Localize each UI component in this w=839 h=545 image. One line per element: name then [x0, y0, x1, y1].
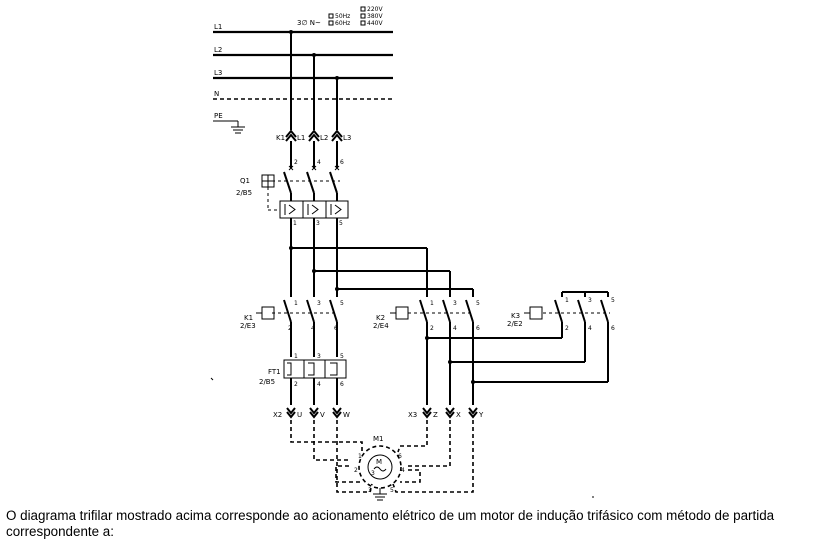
motor-m1: [358, 445, 402, 501]
phase-label-l2: L2: [214, 46, 222, 54]
k2-tag: K2: [376, 314, 385, 322]
fuse-label-l3: L3: [343, 134, 351, 142]
k1-term-2: 2: [288, 325, 292, 332]
freq-50-checkbox: [328, 13, 334, 19]
volt-380-label: 380V: [367, 13, 383, 20]
output-label-w: W: [343, 411, 350, 419]
supply-busbars: [213, 30, 393, 134]
ft1-term-6: 6: [340, 381, 344, 388]
k2-term-3: 3: [453, 300, 457, 307]
phase-label-pe: PE: [214, 112, 223, 120]
motor-term-2: 2: [354, 467, 358, 474]
output-label-x3: X3: [408, 411, 417, 419]
volt-380-checkbox: [360, 13, 366, 19]
supply-system-label: 3∅ N~: [297, 19, 321, 27]
k3-term-2: 2: [565, 325, 569, 332]
volt-220-label: 220V: [367, 6, 383, 13]
volt-220-checkbox: [360, 6, 366, 12]
phase-label-n: N: [214, 90, 219, 98]
motor-symbol: M: [376, 458, 382, 466]
breaker-term-3: 3: [316, 220, 320, 227]
k2-term-6: 6: [476, 325, 480, 332]
motor-leads: [290, 420, 474, 493]
overload-ft1: [283, 359, 347, 405]
breaker-q1: [261, 141, 349, 219]
contactor-k1: [256, 299, 338, 357]
k1-term-6: 6: [334, 325, 338, 332]
output-label-v: V: [320, 411, 325, 419]
freq-60-label: 60Hz: [335, 20, 350, 27]
k3-ref: 2/E2: [507, 320, 523, 328]
volt-440-checkbox: [360, 20, 366, 26]
contactor-k3: [425, 291, 610, 384]
k1-tag: K1: [244, 314, 253, 322]
output-label-x2: X2: [273, 411, 282, 419]
breaker-term-4: 4: [317, 159, 321, 166]
contactor-k2: [390, 299, 474, 405]
k2-term-5: 5: [476, 300, 480, 307]
motor-term-1: 1: [358, 453, 362, 460]
k3-term-3: 3: [588, 297, 592, 304]
breaker-ref: 2/B5: [236, 189, 252, 197]
k2-term-4: 4: [453, 325, 457, 332]
ft1-term-5: 5: [340, 353, 344, 360]
fuse-label-k1: K1: [276, 134, 285, 142]
k3-tag: K3: [511, 312, 520, 320]
k3-term-4: 4: [588, 325, 592, 332]
overload-tag: FT1: [268, 368, 281, 376]
motor-phases: 3: [371, 470, 375, 477]
motor-term-6: 6: [398, 453, 402, 460]
phase-label-l3: L3: [214, 69, 222, 77]
wiring-diagram: L1 L2 L3 N PE 3∅ N~ 50Hz 60Hz 220V 380V …: [210, 6, 615, 501]
breaker-term-2: 2: [294, 159, 298, 166]
motor-term-3: 3: [368, 487, 372, 494]
output-label-u: U: [297, 411, 302, 419]
k1-term-5: 5: [340, 300, 344, 307]
fuse-label-l2: L2: [320, 134, 328, 142]
freq-50-label: 50Hz: [335, 13, 350, 20]
k2-ref: 2/E4: [373, 322, 389, 330]
k3-term-6: 6: [611, 325, 615, 332]
distribution-bus: [289, 218, 474, 297]
volt-440-label: 440V: [367, 20, 383, 27]
k1-term-1: 1: [294, 300, 298, 307]
question-text: O diagrama trifilar mostrado acima corre…: [6, 508, 775, 539]
ft1-term-3: 3: [317, 353, 321, 360]
phase-label-l1: L1: [214, 23, 222, 31]
overload-ref: 2/B5: [259, 378, 275, 386]
k2-term-2: 2: [430, 325, 434, 332]
fuse-symbols: [285, 129, 343, 142]
breaker-term-5: 5: [339, 220, 343, 227]
k3-term-5: 5: [611, 297, 615, 304]
k3-term-1: 1: [565, 297, 569, 304]
k1-term-3: 3: [317, 300, 321, 307]
motor-term-4: 4: [401, 467, 405, 474]
breaker-term-1: 1: [293, 220, 297, 227]
fuse-label-l1: L1: [297, 134, 305, 142]
k2-term-1: 1: [430, 300, 434, 307]
scan-speck: [210, 377, 214, 381]
breaker-tag: Q1: [240, 177, 250, 185]
k1-ref: 2/E3: [240, 322, 256, 330]
k1-term-4: 4: [311, 325, 315, 332]
output-label-z: Z: [433, 411, 438, 419]
ft1-term-2: 2: [294, 381, 298, 388]
output-terminals: [286, 407, 478, 419]
ft1-term-4: 4: [317, 381, 321, 388]
freq-60-checkbox: [328, 20, 334, 26]
output-label-x: X: [456, 411, 461, 419]
motor-tag: M1: [373, 435, 384, 443]
breaker-term-6: 6: [340, 159, 344, 166]
output-label-y: Y: [478, 411, 484, 419]
phase-taps: [289, 30, 339, 130]
ft1-term-1: 1: [294, 353, 298, 360]
motor-term-5: 5: [390, 487, 394, 494]
